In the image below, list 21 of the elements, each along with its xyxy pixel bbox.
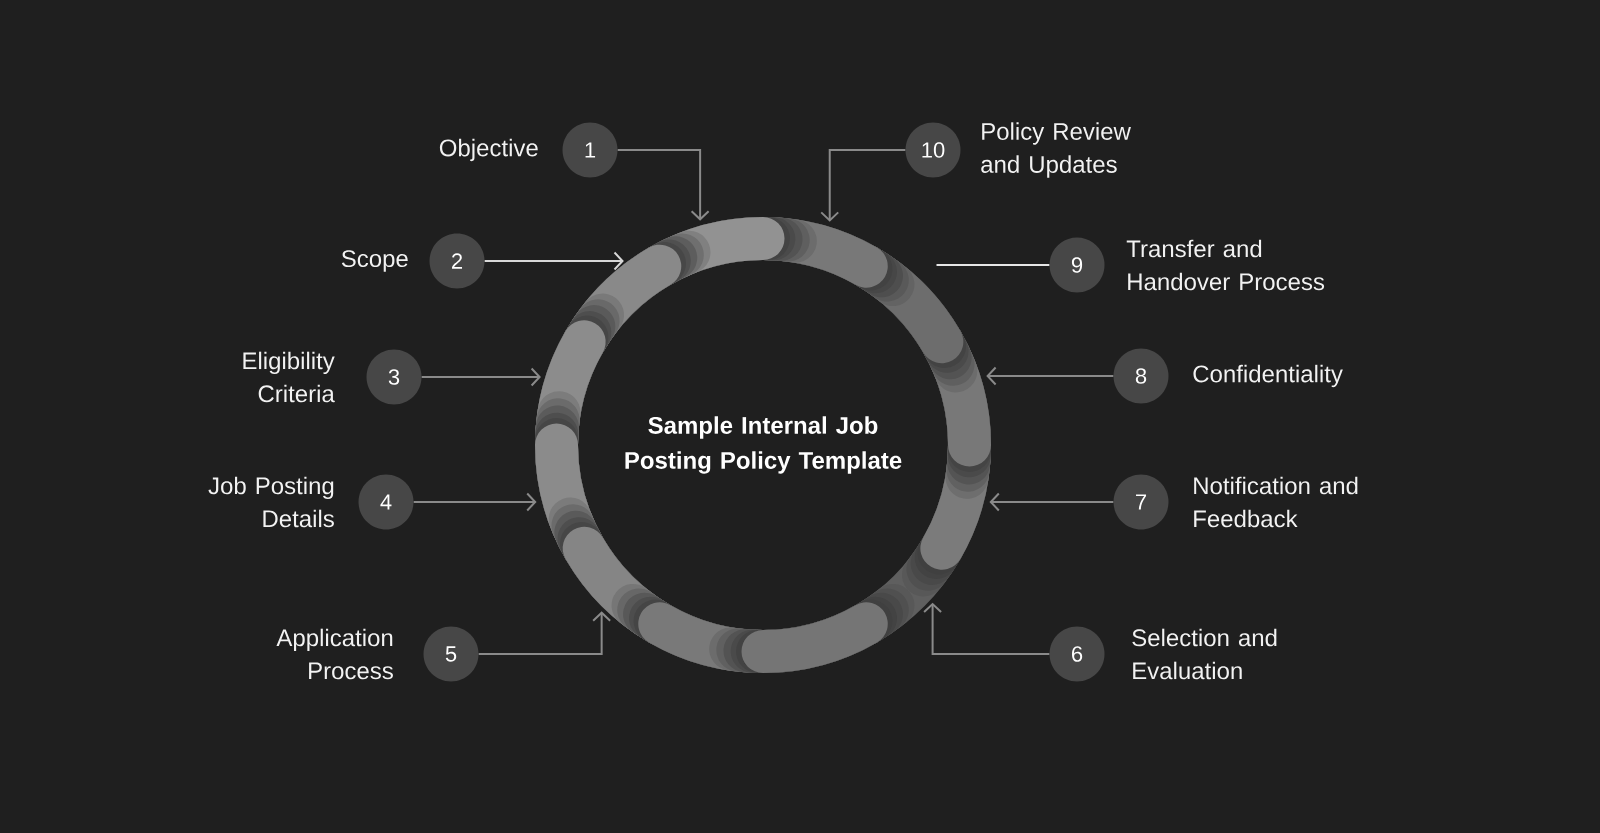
connector-line xyxy=(935,264,1051,266)
item-label: Notification and Feedback xyxy=(1194,476,1358,528)
item-label: Job Posting Details xyxy=(208,476,334,528)
arrow xyxy=(820,149,907,222)
arrow xyxy=(989,492,1115,512)
item-label: Scope xyxy=(341,250,408,272)
item-label: Confidentiality xyxy=(1193,364,1343,388)
item-label: Objective xyxy=(439,138,538,162)
item-label: Policy Review and Updates xyxy=(981,122,1131,178)
segmented-ring: Sample Internal Job Posting Policy Template xyxy=(535,217,991,673)
item-label: Transfer and Handover Process xyxy=(1126,239,1325,291)
item-label: Selection and Evaluation xyxy=(1132,628,1277,680)
arrow xyxy=(412,492,537,512)
arrow xyxy=(477,611,612,655)
item-label: Application Process xyxy=(276,628,393,680)
arrow xyxy=(483,251,624,271)
arrow xyxy=(923,602,1051,655)
item-label: Eligibility Criteria xyxy=(243,351,335,403)
arrow xyxy=(616,149,710,221)
arrow xyxy=(420,367,541,387)
arrow xyxy=(986,366,1115,386)
